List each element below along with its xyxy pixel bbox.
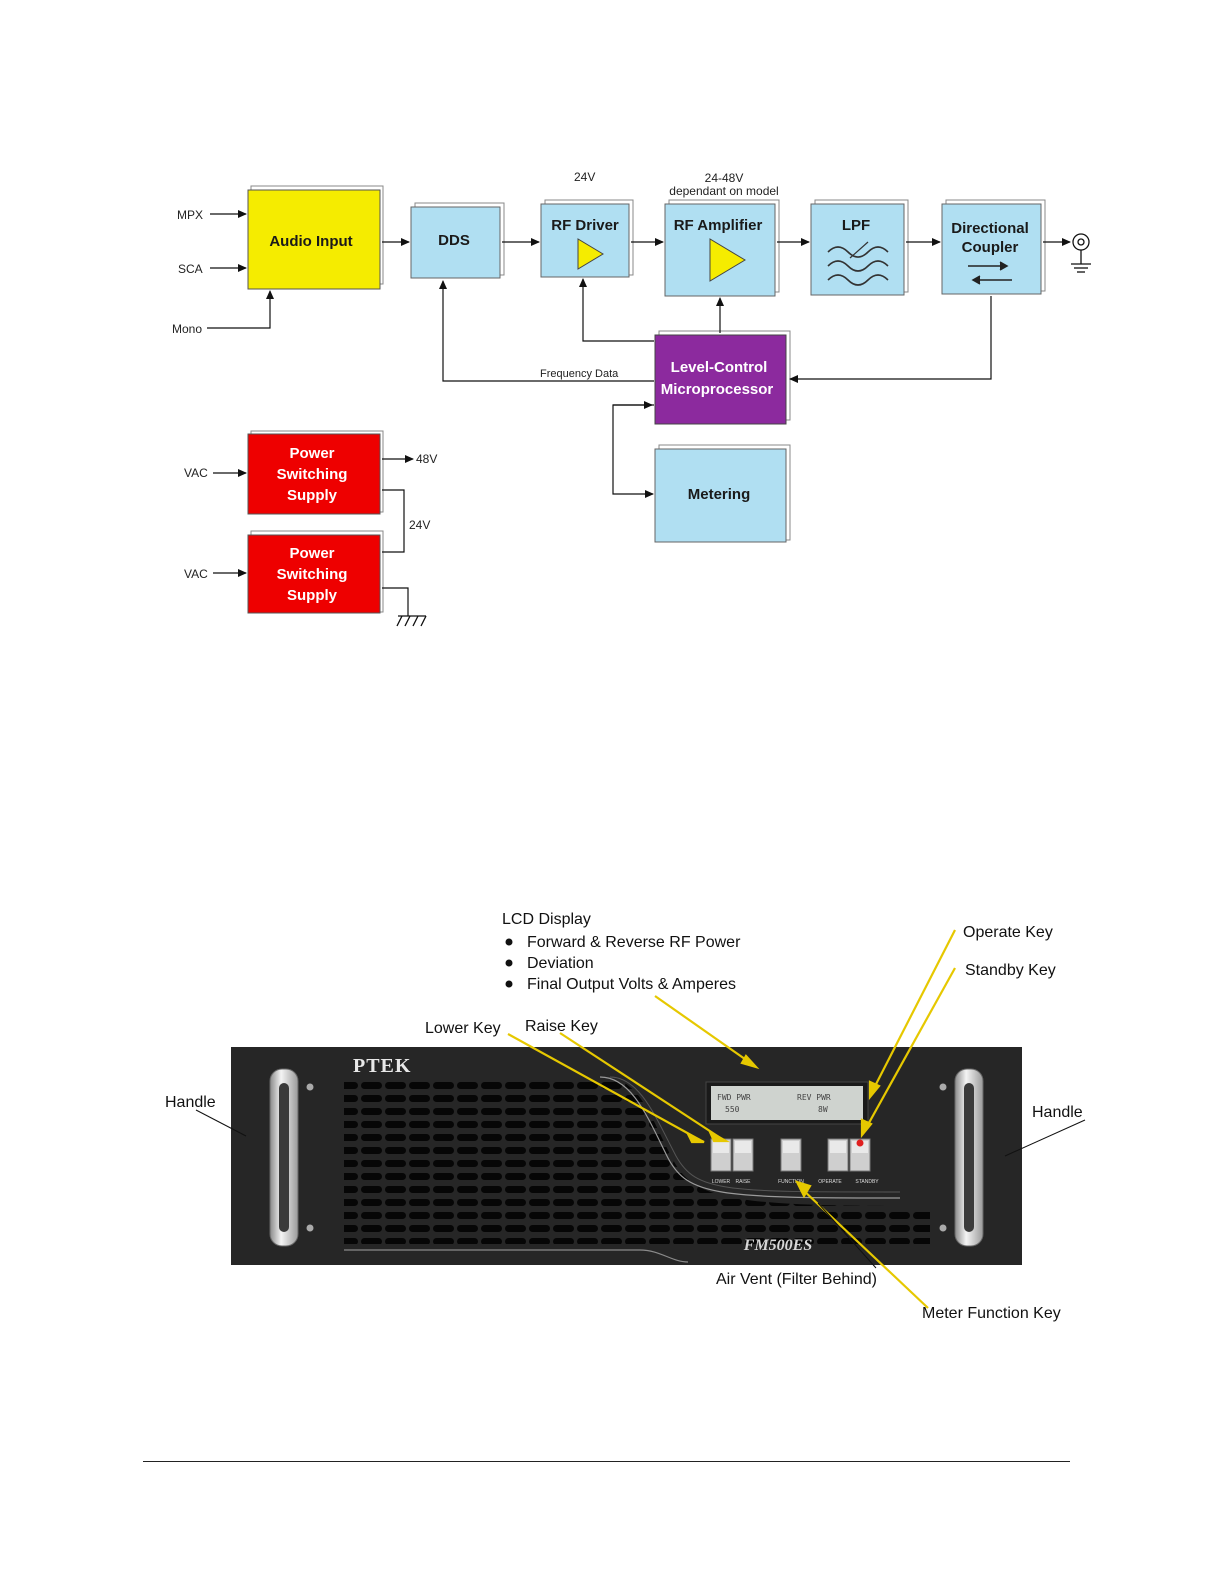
brand-logo: PTEK <box>353 1055 411 1077</box>
amplifier-triangle-icon <box>577 238 604 270</box>
footer-rule <box>143 1461 1070 1462</box>
operate-key-callout: Operate Key <box>963 924 1053 941</box>
vac-label-2: VAC <box>184 567 208 581</box>
rf-driver-label: RF Driver <box>551 217 619 234</box>
handle-right-callout: Handle <box>1032 1104 1083 1121</box>
psu2-label-line3: Supply <box>287 587 338 604</box>
handle-left-callout: Handle <box>165 1094 216 1111</box>
directional-coupler-block: Directional Coupler <box>941 199 1046 295</box>
key-standby[interactable] <box>849 1138 871 1172</box>
power-supply-block-1: Power Switching Supply <box>247 430 384 515</box>
sca-label: SCA <box>178 262 203 276</box>
lcd-fwd-value: 550 <box>725 1105 740 1114</box>
metering-label: Metering <box>688 486 751 503</box>
connection-lines <box>207 210 1071 616</box>
key-function[interactable] <box>780 1138 802 1172</box>
vac-label-1: VAC <box>184 466 208 480</box>
lower-key-callout: Lower Key <box>425 1020 501 1037</box>
amplifier-triangle-icon <box>709 238 746 282</box>
bullet-icon <box>505 938 513 946</box>
audio-input-fill <box>247 189 381 290</box>
raise-key-callout: Raise Key <box>525 1018 598 1035</box>
handle-right <box>939 1068 984 1247</box>
bullet-icon <box>505 959 513 967</box>
psu2-label-line1: Power <box>289 545 334 562</box>
lcd-rev-label: REV PWR <box>797 1093 831 1102</box>
lpf-block: LPF <box>810 199 909 296</box>
panel-trim-curve <box>599 1076 901 1199</box>
psu1-label-line1: Power <box>289 445 334 462</box>
lcd-display-callout: LCD Display <box>502 911 591 928</box>
lcd-display: FWD PWR 550 REV PWR 8W <box>705 1081 869 1125</box>
audio-input-block: Audio Input <box>247 185 384 290</box>
key-lower[interactable] <box>710 1138 732 1172</box>
callout-leader-lines <box>195 929 1086 1309</box>
coupler-label-line1: Directional <box>951 220 1029 237</box>
lcd-fwd-label: FWD PWR <box>717 1093 751 1102</box>
lcd-feature-item: Final Output Volts & Amperes <box>527 976 736 993</box>
audio-input-label: Audio Input <box>269 233 352 250</box>
lpf-label: LPF <box>842 217 870 234</box>
level-control-label-line2: Microprocessor <box>661 381 774 398</box>
bidirectional-arrows-icon <box>968 261 1012 285</box>
bullet-icon <box>505 980 513 988</box>
mpx-label: MPX <box>177 208 203 222</box>
frequency-data-label: Frequency Data <box>540 368 619 380</box>
key-label-operate: OPERATE <box>818 1179 842 1185</box>
handle-left <box>269 1068 314 1247</box>
lower-trim-line <box>344 1249 689 1263</box>
key-label-function: FUNCTION <box>778 1179 804 1185</box>
filter-wave-icon <box>827 241 889 286</box>
standby-led-icon <box>856 1139 864 1147</box>
dds-label: DDS <box>438 232 470 249</box>
coupler-label-line2: Coupler <box>962 239 1019 256</box>
output-48v-label: 48V <box>416 452 437 466</box>
psu1-label-line2: Switching <box>277 466 348 483</box>
lcd-rev-value: 8W <box>818 1105 828 1114</box>
front-panel-figure: PTEK FM500ES FWD PWR 550 REV PWR 8W <box>165 911 1086 1322</box>
psu2-label-line2: Switching <box>277 566 348 583</box>
lcd-feature-item: Forward & Reverse RF Power <box>527 934 741 951</box>
antenna-output-icon <box>1071 233 1091 273</box>
rf-amplifier-block: RF Amplifier <box>664 199 780 297</box>
block-diagram: Audio Input DDS RF Driver RF Amplifier L… <box>172 170 1091 627</box>
standby-key-callout: Standby Key <box>965 962 1056 979</box>
key-label-lower: LOWER <box>712 1179 731 1185</box>
key-label-standby: STANDBY <box>855 1179 879 1185</box>
lcd-feature-item: Deviation <box>527 955 594 972</box>
level-control-block: Level-Control Microprocessor <box>654 330 791 425</box>
key-raise[interactable] <box>732 1138 754 1172</box>
driver-voltage-label: 24V <box>574 170 595 184</box>
level-control-label-line1: Level-Control <box>671 359 768 376</box>
mono-label: Mono <box>172 322 202 336</box>
key-label-raise: RAISE <box>735 1179 751 1185</box>
power-supply-block-2: Power Switching Supply <box>247 530 384 614</box>
meter-function-key-callout: Meter Function Key <box>922 1305 1061 1322</box>
amp-voltage-note: dependant on model <box>669 184 778 198</box>
model-name: FM500ES <box>743 1237 813 1254</box>
psu1-label-line3: Supply <box>287 487 338 504</box>
metering-block: Metering <box>654 444 791 543</box>
lcd-feature-list: Forward & Reverse RF Power Deviation Fin… <box>505 934 741 993</box>
link-24v-label: 24V <box>409 518 430 532</box>
rf-amplifier-label: RF Amplifier <box>674 217 763 234</box>
key-operate[interactable] <box>827 1138 849 1172</box>
rf-driver-block: RF Driver <box>540 199 634 278</box>
dds-block: DDS <box>410 202 505 279</box>
amp-voltage-label: 24-48V <box>705 171 744 185</box>
air-vent-callout: Air Vent (Filter Behind) <box>716 1271 877 1288</box>
ground-icon <box>396 615 427 627</box>
